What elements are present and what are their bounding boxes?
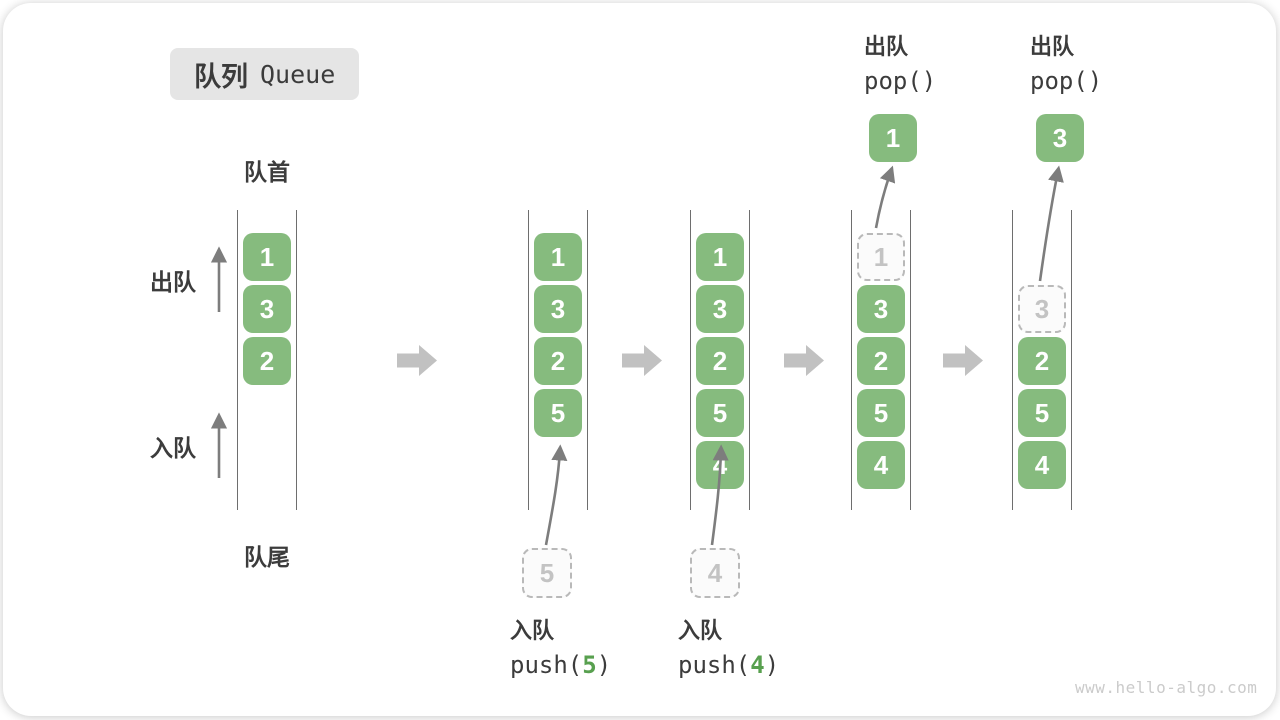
- popped-element-1: 1: [869, 114, 917, 162]
- rear-label: 队尾: [244, 544, 290, 570]
- queue-item: 5: [534, 389, 582, 437]
- queue-state-2: 1 3 2 5: [528, 210, 588, 510]
- push4-label-zh: 入队: [678, 618, 723, 643]
- push5-label: 入队 push(5): [510, 614, 611, 682]
- queue-item: 5: [696, 389, 744, 437]
- title-zh: 队列: [194, 61, 248, 92]
- queue-item: 1: [534, 233, 582, 281]
- queue-item: 4: [696, 441, 744, 489]
- code-pre: push(: [678, 651, 751, 679]
- code-post: ): [596, 651, 612, 679]
- queue-item: 5: [857, 389, 905, 437]
- ghost-item: 1: [857, 233, 905, 281]
- pop1-label-zh: 出队: [864, 34, 909, 59]
- incoming-element-4: 4: [690, 548, 740, 598]
- diagram-card: [3, 3, 1276, 716]
- pop1-label: 出队 pop(): [864, 30, 936, 98]
- queue-state-3: 1 3 2 5 4: [690, 210, 750, 510]
- queue-item: 2: [534, 337, 582, 385]
- pop1-label-code: pop(): [864, 67, 937, 95]
- queue-item: 3: [243, 285, 291, 333]
- push5-label-zh: 入队: [510, 618, 555, 643]
- queue-item: 2: [243, 337, 291, 385]
- queue-item: 3: [857, 285, 905, 333]
- queue-state-4: 1 3 2 5 4: [851, 210, 911, 510]
- queue-item: 2: [1018, 337, 1066, 385]
- pop2-label: 出队 pop(): [1030, 30, 1102, 98]
- queue-item: 5: [1018, 389, 1066, 437]
- code-arg: 4: [750, 651, 765, 679]
- queue-state-1: 1 3 2: [237, 210, 297, 510]
- queue-item: 2: [696, 337, 744, 385]
- push4-label-code: push(4): [678, 648, 779, 682]
- front-label: 队首: [244, 159, 290, 185]
- pop2-label-zh: 出队: [1030, 34, 1075, 59]
- code-arg: 5: [582, 651, 597, 679]
- queue-item: 4: [857, 441, 905, 489]
- queue-item: 4: [1018, 441, 1066, 489]
- queue-item: 3: [696, 285, 744, 333]
- dequeue-label: 出队: [150, 269, 196, 295]
- title-badge: 队列 Queue: [170, 48, 360, 100]
- incoming-element-5: 5: [522, 548, 572, 598]
- push5-label-code: push(5): [510, 648, 611, 682]
- queue-item: 1: [696, 233, 744, 281]
- watermark: www.hello-algo.com: [1075, 678, 1258, 697]
- popped-element-3: 3: [1036, 114, 1084, 162]
- ghost-item: 3: [1018, 285, 1066, 333]
- enqueue-label: 入队: [150, 435, 196, 461]
- queue-state-5: 3 2 5 4: [1012, 210, 1072, 510]
- queue-item: 1: [243, 233, 291, 281]
- code-pre: push(: [510, 651, 583, 679]
- queue-item: 3: [534, 285, 582, 333]
- queue-item: 2: [857, 337, 905, 385]
- push4-label: 入队 push(4): [678, 614, 779, 682]
- code-post: ): [764, 651, 780, 679]
- pop2-label-code: pop(): [1030, 67, 1103, 95]
- title-en: Queue: [260, 59, 336, 89]
